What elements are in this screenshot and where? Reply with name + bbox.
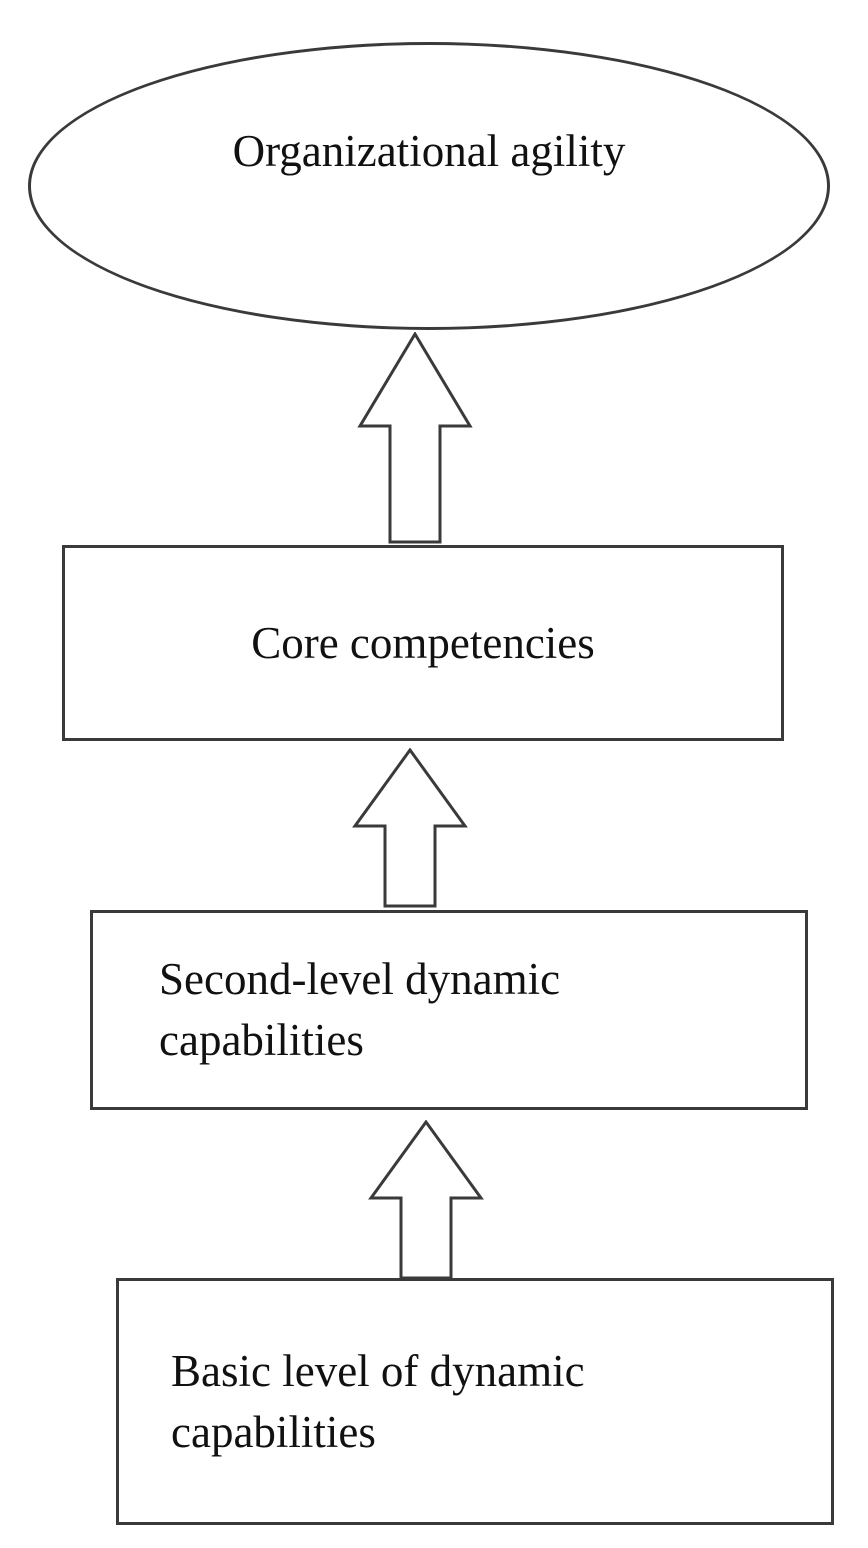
node-organizational-agility-label: Organizational agility xyxy=(232,125,626,176)
node-core-competencies: Core competencies xyxy=(62,545,784,741)
node-basic-level-dynamic-capabilities-label: Basic level of dynamic capabilities xyxy=(171,1345,585,1457)
node-second-level-dynamic-capabilities: Second-level dynamic capabilities xyxy=(90,910,808,1110)
up-arrow-icon xyxy=(368,1120,484,1280)
up-arrow-icon xyxy=(352,748,468,908)
node-core-competencies-label: Core competencies xyxy=(251,617,595,668)
node-organizational-agility: Organizational agility xyxy=(28,42,830,330)
node-second-level-dynamic-capabilities-label: Second-level dynamic capabilities xyxy=(159,954,561,1065)
up-arrow-icon xyxy=(357,332,473,544)
node-basic-level-dynamic-capabilities: Basic level of dynamic capabilities xyxy=(116,1278,834,1525)
